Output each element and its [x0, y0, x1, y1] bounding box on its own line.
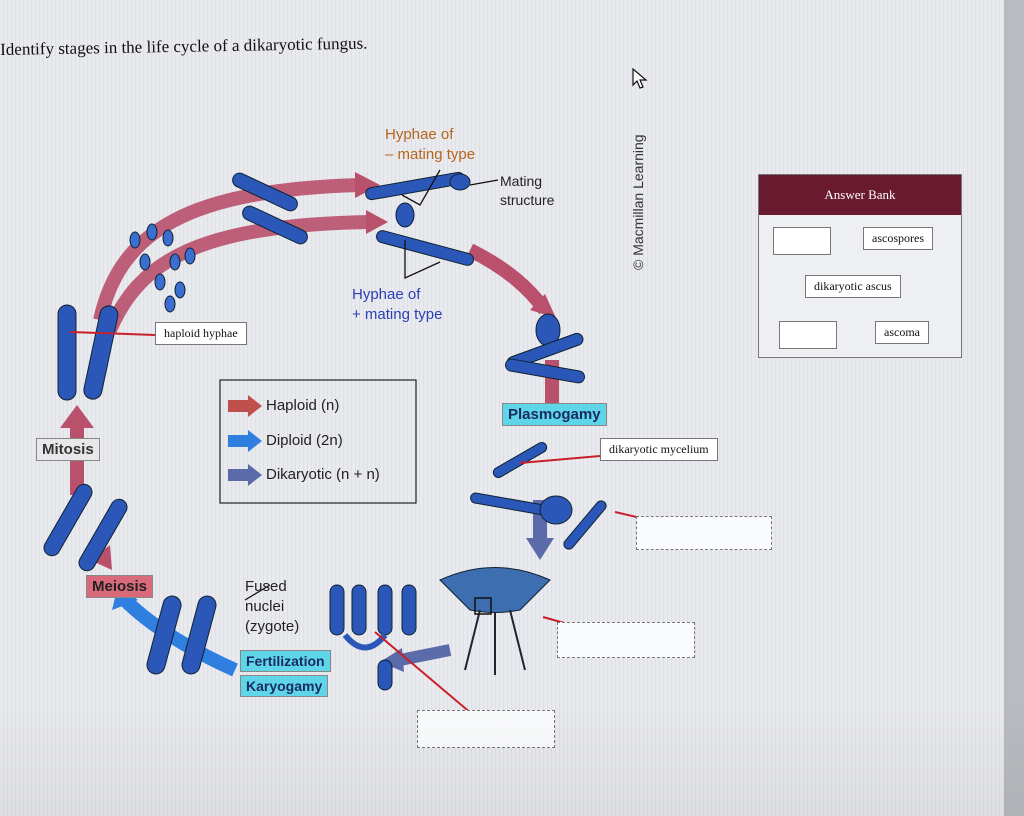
haploid-cycle-arrow: [93, 178, 361, 322]
answer-bank-title: Answer Bank: [759, 175, 961, 215]
screen-shade: [0, 700, 1024, 816]
haploid-hyphae-cells: [57, 304, 119, 401]
answer-chip-ascospores[interactable]: ascospores: [863, 227, 933, 250]
drop-target-1[interactable]: [636, 516, 772, 550]
stage-fertilization: Fertilization: [240, 650, 331, 672]
answer-bank: Answer Bank ascospores dikaryotic ascus …: [758, 174, 962, 358]
asci: [329, 584, 417, 691]
label-fused-nuclei: Fused nuclei (zygote): [245, 578, 300, 635]
meiosis-cells: [43, 483, 217, 675]
stage-karyogamy: Karyogamy: [240, 675, 329, 697]
legend-swatches: [228, 395, 262, 486]
drop-target-3[interactable]: [417, 710, 555, 748]
mouse-cursor-icon: [632, 68, 648, 89]
legend-swatch-1: [228, 430, 262, 452]
legend-label-diploid: Diploid (2n): [266, 432, 343, 449]
haploid-arrowhead-right: [530, 294, 556, 318]
label-hyphae-plus: Hyphae of + mating type: [352, 286, 443, 323]
answer-chip-dikaryotic-ascus[interactable]: dikaryotic ascus: [805, 275, 901, 298]
stage-meiosis: Meiosis: [86, 575, 154, 598]
top-hyphae: [232, 171, 475, 266]
haploid-arrowhead-meiosis: [90, 545, 112, 570]
pointer-lines: [244, 169, 499, 601]
haploid-arrowhead-mitosis: [60, 405, 94, 428]
haploid-arrow-to-plasmogamy: [466, 243, 551, 315]
legend-swatch-2: [228, 464, 262, 486]
label-mating-structure: Mating structure: [500, 173, 555, 208]
haploid-arrowhead-inner: [366, 210, 388, 234]
haploid-arrowhead-top: [355, 172, 380, 198]
legend-box: [219, 379, 417, 504]
dikaryotic-arrow-left: [398, 644, 452, 666]
answer-chip-ascoma[interactable]: ascoma: [875, 321, 929, 344]
answer-bank-empty-slot-2[interactable]: [779, 321, 837, 349]
stage-plasmogamy: Plasmogamy: [502, 403, 607, 426]
legend-label-dikaryotic: Dikaryotic (n + n): [266, 466, 380, 483]
label-hyphae-minus: Hyphae of – mating type: [385, 126, 476, 163]
placed-answer-dikaryotic-mycelium[interactable]: dikaryotic mycelium: [600, 438, 718, 461]
ascoma-structure: [439, 567, 551, 675]
spores: [129, 223, 196, 313]
legend-swatch-0: [228, 395, 262, 417]
stage-mitosis: Mitosis: [36, 438, 100, 461]
answer-bank-empty-slot-1[interactable]: [773, 227, 831, 255]
dikaryotic-arrowhead-down: [526, 538, 554, 560]
credit-text: © Macmillan Learning: [630, 134, 646, 270]
dikaryotic-arrowhead-left: [380, 648, 404, 672]
legend-label-haploid: Haploid (n): [266, 397, 340, 414]
plasmogamy-cells: [505, 313, 585, 384]
drop-target-2[interactable]: [557, 622, 695, 658]
monitor-bezel: [1004, 0, 1024, 816]
placed-answer-haploid-hyphae[interactable]: haploid hyphae: [155, 322, 247, 345]
dikaryotic-mycelium: [470, 442, 607, 550]
